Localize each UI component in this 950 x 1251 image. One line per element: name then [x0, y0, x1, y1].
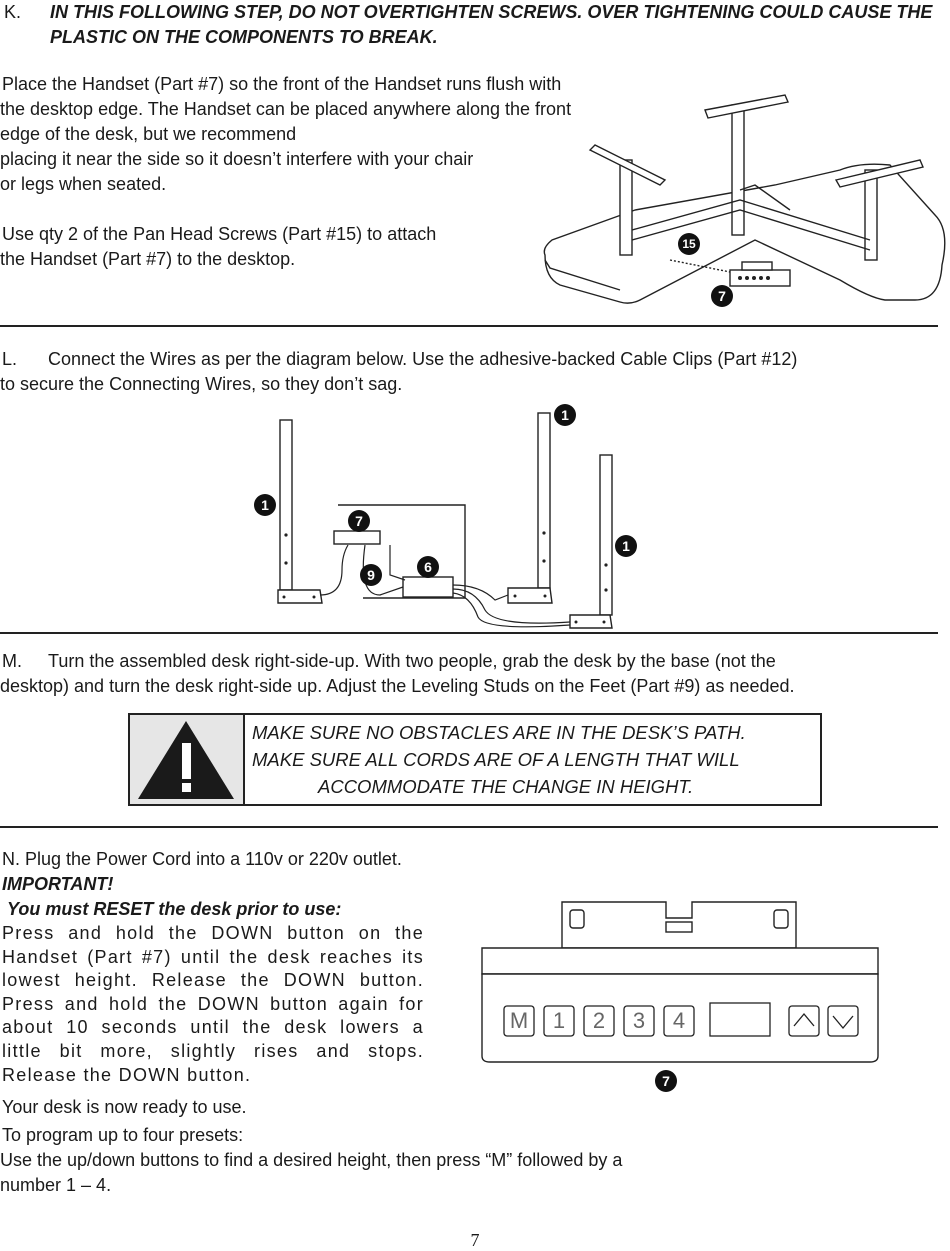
- handset-btn-3: 3: [632, 1008, 646, 1033]
- step-l-line-2: to secure the Connecting Wires, so they …: [0, 374, 403, 394]
- warning-line-1: MAKE SURE NO OBSTACLES ARE IN THE DESK’S…: [252, 722, 746, 743]
- callout-7-handset: 7: [348, 510, 370, 532]
- callout-1-left: 1: [254, 494, 276, 516]
- step-m-line-2: desktop) and turn the desk right-side up…: [0, 676, 795, 696]
- warning-line-3: ACCOMMODATE THE CHANGE IN HEIGHT.: [318, 776, 694, 797]
- step-n-line-1: N. Plug the Power Cord into a 110v or 22…: [2, 849, 402, 869]
- warning-triangle-icon: [138, 721, 234, 799]
- handset-btn-1: 1: [552, 1008, 566, 1033]
- reset-instructions: Press and hold the DOWN button on the Ha…: [2, 923, 424, 1085]
- callout-7: 7: [711, 285, 733, 307]
- step-m-letter: M.: [2, 651, 22, 671]
- program-line-2: number 1 – 4.: [0, 1175, 112, 1195]
- warning-icon-cell: [130, 715, 245, 804]
- step-k-line-7: the Handset (Part #7) to the desktop.: [0, 249, 296, 269]
- handset-btn-m: M: [509, 1008, 529, 1033]
- step-m-line-1: Turn the assembled desk right-side-up. W…: [48, 651, 776, 671]
- step-k-line-5: or legs when seated.: [0, 174, 167, 194]
- step-k-warning-text: IN THIS FOLLOWING STEP, DO NOT OVERTIGHT…: [50, 2, 933, 47]
- program-line-1: Use the up/down buttons to find a desire…: [0, 1150, 623, 1170]
- step-l-letter: L.: [2, 349, 18, 369]
- callout-6: 6: [417, 556, 439, 578]
- ready-text: Your desk is now ready to use.: [2, 1097, 247, 1117]
- callout-1-top: 1: [554, 404, 576, 426]
- callout-1-right: 1: [615, 535, 637, 557]
- step-k-heading: K. IN THIS FOLLOWING STEP, DO NOT OVERTI…: [4, 0, 950, 50]
- warning-text: MAKE SURE NO OBSTACLES ARE IN THE DESK’S…: [252, 719, 818, 800]
- callout-7-bottom: 7: [655, 1070, 677, 1092]
- step-k-line-3: edge of the desk, but we recommend: [0, 124, 297, 144]
- reset-label: You must RESET the desk prior to use:: [7, 899, 342, 919]
- l-desk-illustration: [543, 94, 946, 304]
- divider-1: [0, 325, 938, 327]
- divider-3: [0, 826, 938, 828]
- handset-btn-2: 2: [592, 1008, 606, 1033]
- warning-box: MAKE SURE NO OBSTACLES ARE IN THE DESK’S…: [128, 713, 822, 806]
- handset-btn-4: 4: [672, 1008, 686, 1033]
- program-intro: To program up to four presets:: [2, 1125, 244, 1145]
- step-k-line-4: placing it near the side so it doesn’t i…: [0, 149, 474, 169]
- step-k-line-6: Use qty 2 of the Pan Head Screws (Part #…: [2, 224, 437, 244]
- step-k-line-2: the desktop edge. The Handset can be pla…: [0, 99, 572, 119]
- step-k-letter: K.: [4, 2, 22, 22]
- warning-line-2: MAKE SURE ALL CORDS ARE OF A LENGTH THAT…: [252, 749, 740, 770]
- step-l-line-1: Connect the Wires as per the diagram bel…: [48, 349, 798, 369]
- important-label: IMPORTANT!: [2, 874, 114, 894]
- callout-15: 15: [678, 233, 700, 255]
- step-k-line-1: Place the Handset (Part #7) so the front…: [2, 74, 562, 94]
- wiring-diagram: [277, 412, 613, 629]
- divider-2: [0, 632, 938, 634]
- handset-illustration: [481, 901, 879, 1063]
- callout-9: 9: [360, 564, 382, 586]
- page-number: 7: [470, 1230, 480, 1250]
